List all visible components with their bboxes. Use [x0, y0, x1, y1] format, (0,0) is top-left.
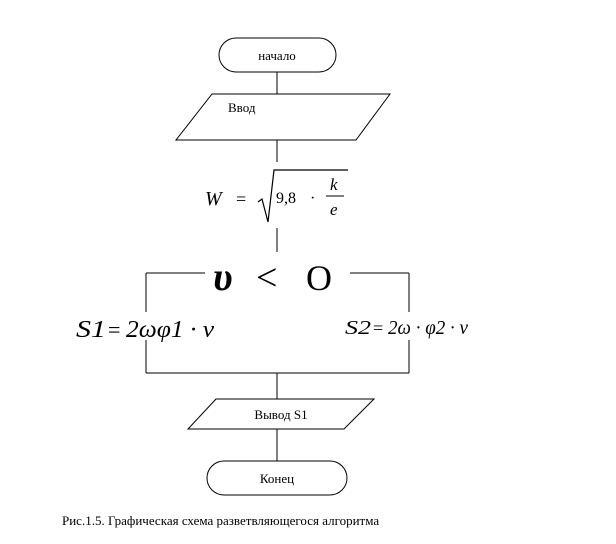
- formula-w-num: k: [330, 175, 338, 194]
- input-label: Ввод: [228, 100, 256, 115]
- output-parallelogram: [186, 398, 376, 430]
- formula-s1-eq: =: [108, 317, 120, 342]
- formula-s2: S2 = 2ω · φ2 · v: [345, 317, 468, 339]
- formula-s1-lhs: S1: [76, 317, 106, 343]
- input-parallelogram: [174, 93, 391, 141]
- condition-op: <: [256, 257, 277, 299]
- end-label: Конец: [260, 471, 294, 486]
- condition-value: O: [306, 258, 332, 298]
- formula-s1: S1 = 2ωφ1 · v: [76, 317, 214, 343]
- formula-s2-rhs: 2ω · φ2 · v: [388, 317, 468, 339]
- formula-w-coef: 9,8: [276, 190, 296, 207]
- formula-s2-lhs: S2: [345, 317, 371, 339]
- formula-w-eq: =: [236, 189, 246, 209]
- figure-caption: Рис.1.5. Графическая схема разветвляющег…: [62, 513, 380, 528]
- sqrt-radical: [257, 169, 348, 223]
- condition-block: υ < O: [145, 254, 410, 374]
- end-terminator: [206, 460, 348, 496]
- formula-w-dot: ·: [310, 190, 315, 207]
- formula-w: W = 9,8 · k e: [205, 169, 348, 223]
- formula-s2-eq: =: [373, 318, 383, 338]
- condition-var: υ: [213, 254, 233, 299]
- start-label: начало: [258, 48, 296, 63]
- formula-w-lhs: W: [205, 188, 224, 210]
- output-label: Вывод S1: [254, 407, 307, 422]
- formula-w-den: e: [330, 200, 338, 219]
- formula-s1-rhs: 2ωφ1 · v: [126, 317, 214, 343]
